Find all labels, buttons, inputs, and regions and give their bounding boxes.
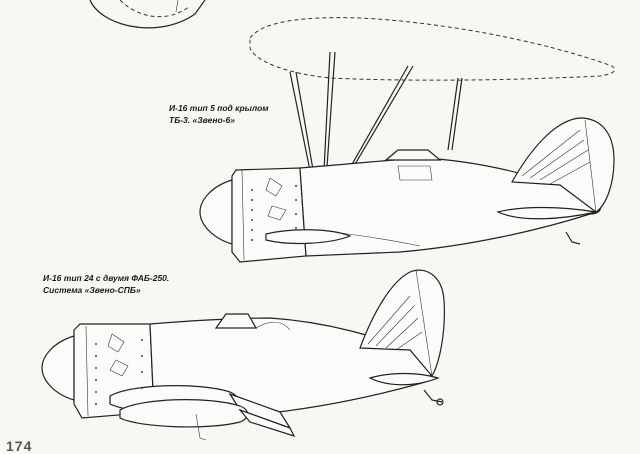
upper-caption-line2: ТБ-3. «Звено-6» [169, 115, 235, 125]
upper-aircraft-i16-type5 [199, 117, 615, 263]
page-number: 174 [6, 438, 33, 454]
lower-caption-line2: Система «Звено-СПБ» [43, 285, 141, 295]
upper-caption-line1: И-16 тип 5 под крылом [169, 103, 269, 113]
lower-caption-line1: И-16 тип 24 с двумя ФАБ-250. [43, 273, 170, 283]
tb3-wing-profile [249, 17, 616, 81]
lower-aircraft-i16-type24 [41, 269, 445, 441]
upper-aircraft-caption: И-16 тип 5 под крылом ТБ-3. «Звено-6» [169, 102, 269, 126]
lower-aircraft-caption: И-16 тип 24 с двумя ФАБ-250. Система «Зв… [43, 272, 169, 296]
top-circle-fragment [89, 0, 206, 29]
